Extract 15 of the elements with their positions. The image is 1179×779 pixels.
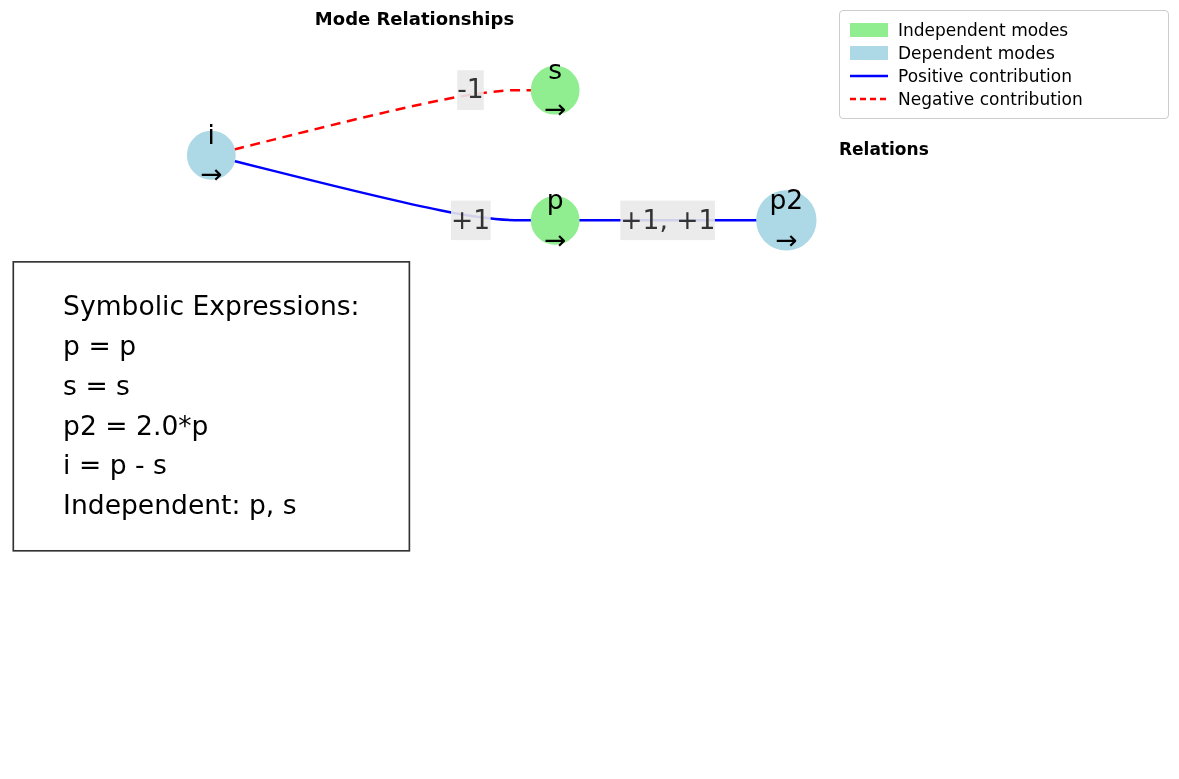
node-circle: p2 → — [756, 190, 817, 251]
node-label: i — [207, 118, 216, 151]
node-box: Symbolic Expressions: p = p s = s p2 = 2.0*p i = p - s Independent: p, s — [12, 261, 411, 552]
edge-label: +1 — [450, 203, 491, 236]
legend-label: Independent modes — [898, 20, 1069, 40]
legend-label: Dependent modes — [898, 43, 1055, 63]
node-circle: s → — [530, 65, 580, 115]
panel-heading: Relations — [839, 139, 930, 159]
node-circle: p → — [530, 195, 580, 245]
legend-label: Positive contribution — [898, 66, 1072, 86]
diagram-title: Mode Relationships — [314, 8, 515, 29]
legend-label: Negative contribution — [898, 89, 1083, 109]
edge-label: +1, +1 — [620, 203, 716, 236]
connector — [233, 88, 532, 151]
edge-label: -1 — [457, 73, 484, 106]
